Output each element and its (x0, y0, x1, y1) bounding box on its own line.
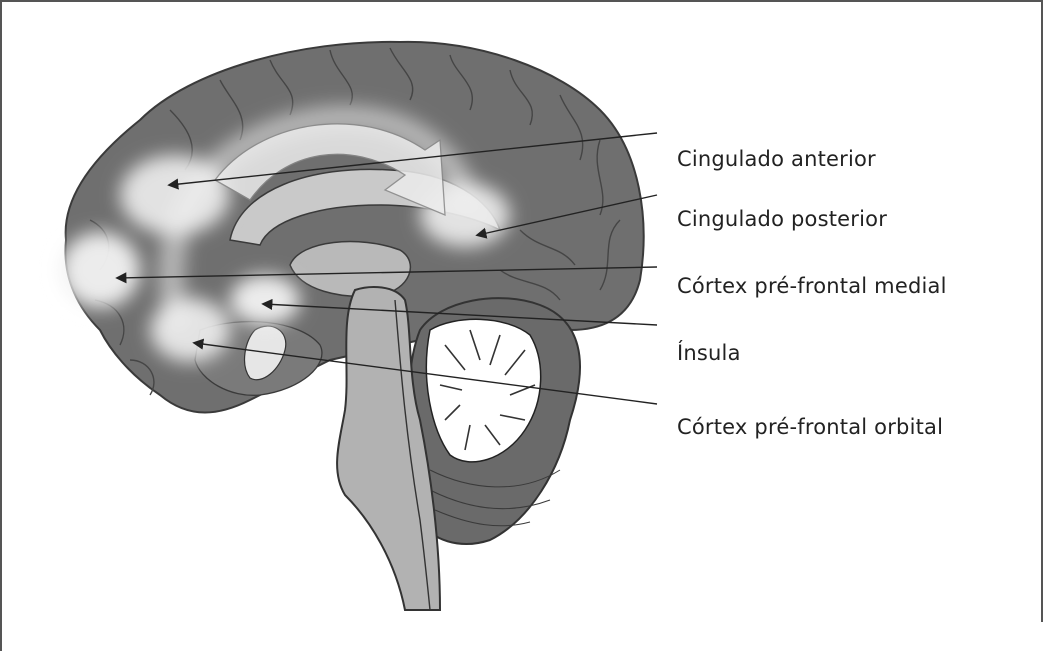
glow-arc (158, 105, 483, 334)
cerebellum-lines (429, 469, 561, 527)
brainstem (336, 286, 442, 611)
leader-insula (261, 298, 658, 326)
leader-anterior-cingulate (167, 132, 658, 190)
spinal-cord-line (394, 299, 431, 611)
label-medial-prefrontal: Córtex pré-frontal medial (677, 274, 947, 298)
flow-arrow (214, 123, 446, 217)
glow-medial-prefrontal (60, 232, 140, 308)
leader-posterior-cingulate (475, 194, 658, 239)
figure-frame-right-edge (1041, 0, 1043, 622)
cerebellum-arbor (425, 318, 542, 463)
label-insula: Ínsula (677, 341, 741, 365)
leader-orbital-prefrontal (192, 338, 658, 405)
label-anterior-cingulate: Cingulado anterior (677, 147, 876, 171)
leader-medial-prefrontal (115, 266, 658, 284)
glow-insula (230, 275, 300, 325)
label-orbital-prefrontal: Córtex pré-frontal orbital (677, 415, 944, 439)
leader-lines (115, 132, 658, 405)
highlight-regions (60, 105, 510, 362)
label-posterior-cingulate: Cingulado posterior (677, 207, 888, 231)
